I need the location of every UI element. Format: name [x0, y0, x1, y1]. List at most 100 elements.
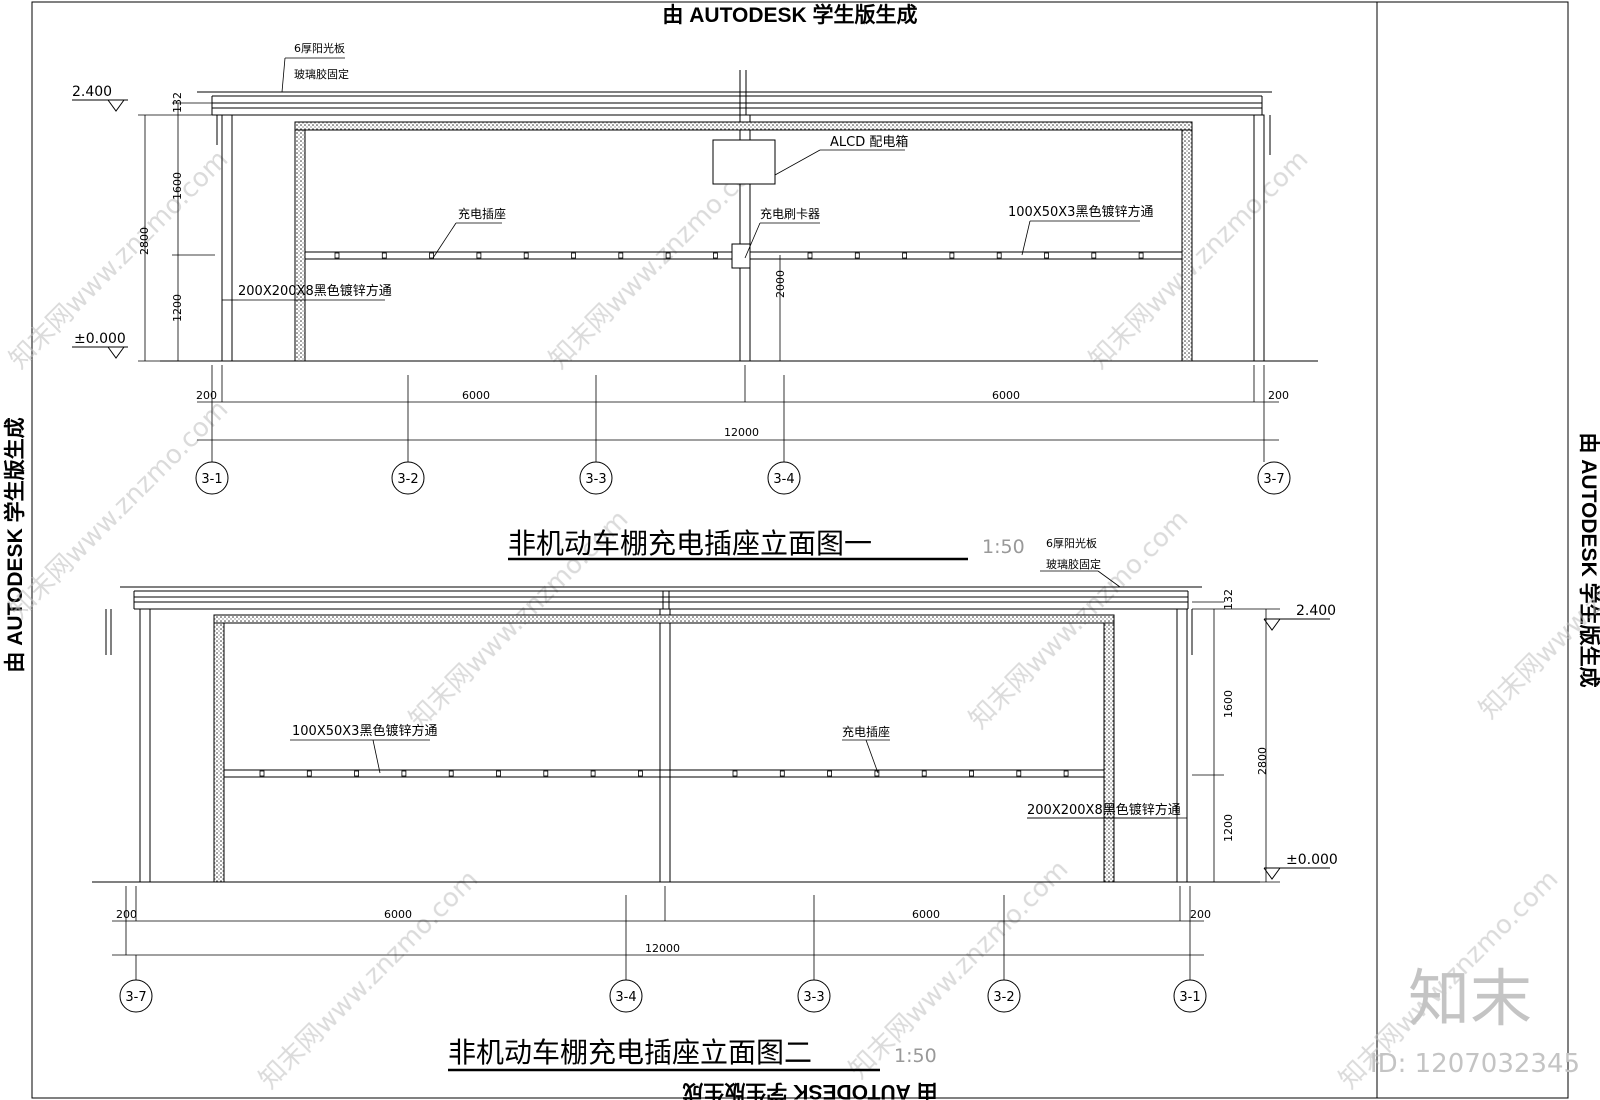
- sheet-frame: [31, 1, 1569, 1099]
- charging-socket: [306, 770, 312, 777]
- e2-scale: 1:50: [894, 1045, 937, 1067]
- e1-axis-label: 3-2: [397, 472, 418, 487]
- e1-axis-label: 3-3: [585, 472, 606, 487]
- e2-title: 非机动车棚充电插座立面图二: [448, 1036, 812, 1069]
- e2-axis-label: 3-1: [1179, 990, 1200, 1005]
- banner-left: 由 AUTODESK 学生版生成: [3, 417, 27, 672]
- e1-dim-2000: 2000: [774, 270, 787, 298]
- e2-dim-2800: 2800: [1256, 747, 1269, 775]
- e2-level-top: 2.400: [1296, 603, 1336, 619]
- e2-leaders: [290, 570, 1187, 819]
- banner-right: 由 AUTODESK 学生版生成: [1577, 432, 1600, 687]
- charging-socket: [921, 770, 927, 777]
- brand-logo: 知末: [1408, 962, 1532, 1035]
- banner-bottom: 由 AUTODESK 学生版生成: [682, 1080, 937, 1100]
- charging-socket: [732, 770, 738, 777]
- e2-dim-6000-right: 6000: [912, 908, 940, 921]
- e2-socket-group: [259, 770, 1069, 777]
- e1-socket-group: [334, 252, 1144, 259]
- charging-socket: [854, 252, 860, 259]
- e1-note-panel-1: 6厚阳光板: [294, 41, 345, 55]
- charging-socket: [807, 252, 813, 259]
- e1-canopy: [197, 70, 1272, 155]
- banner-top: 由 AUTODESK 学生版生成: [662, 3, 917, 27]
- charging-socket: [1091, 252, 1097, 259]
- charging-socket: [381, 252, 387, 259]
- e1-axis-bubbles: [195, 461, 1291, 495]
- e2-level-markers: [1263, 618, 1330, 880]
- charging-socket: [334, 252, 340, 259]
- e1-dim-132: 132: [171, 92, 184, 113]
- e1-note-panel-2: 玻璃胶固定: [294, 67, 349, 81]
- charging-socket: [543, 770, 549, 777]
- charging-socket: [1016, 770, 1022, 777]
- e2-rail: [224, 769, 1104, 778]
- charging-socket: [496, 770, 501, 777]
- charging-socket: [874, 770, 880, 777]
- charging-socket: [429, 252, 435, 259]
- e1-distribution-box: [712, 139, 776, 185]
- e2-dim-200-left: 200: [116, 908, 137, 921]
- e1-leaders: [222, 57, 1140, 301]
- e1-dim-200-right: 200: [1268, 389, 1289, 402]
- e1-level-ground: ±0.000: [74, 331, 126, 347]
- e1-card-reader: [731, 243, 751, 269]
- e1-dim-200-left: 200: [196, 389, 217, 402]
- e2-note-panel-2: 玻璃胶固定: [1046, 557, 1101, 571]
- e1-dim-total: 12000: [724, 426, 759, 439]
- e2-note-socket: 充电插座: [842, 724, 890, 739]
- e2-axis-label: 3-4: [615, 990, 636, 1005]
- charging-socket: [571, 252, 576, 259]
- e2-dim-132: 132: [1222, 589, 1235, 610]
- e2-axis-label: 3-7: [125, 990, 146, 1005]
- e1-note-socket: 充电插座: [458, 206, 506, 221]
- e1-dim-1200: 1200: [171, 294, 184, 322]
- e1-panel-frame: [294, 121, 1193, 362]
- charging-socket: [448, 770, 454, 777]
- e1-dimension-lines: [138, 102, 1279, 462]
- charging-socket: [949, 252, 955, 259]
- charging-socket: [827, 770, 832, 777]
- charging-socket: [1063, 770, 1069, 777]
- charging-socket: [969, 770, 974, 777]
- e1-level-markers: [72, 99, 128, 359]
- e1-dim-2800: 2800: [138, 227, 151, 255]
- elevation-1: [72, 57, 1318, 561]
- charging-socket: [996, 252, 1002, 259]
- e2-annotations: 2.400 ±0.000 6厚阳光板 玻璃胶固定 100X50X3黑色镀锌方通 …: [116, 536, 1338, 1005]
- e1-axis-label: 3-1: [201, 472, 222, 487]
- e1-dim-1600: 1600: [171, 172, 184, 200]
- charging-socket: [902, 252, 907, 259]
- brand-id: ID: 1207032345: [1370, 1049, 1580, 1079]
- charging-socket: [665, 252, 671, 259]
- e2-panel-frame: [213, 614, 1115, 883]
- e2-axis-label: 3-3: [803, 990, 824, 1005]
- site-watermark: 知末网www.znzmo.com: [4, 394, 235, 625]
- e1-annotations: 2.400 ±0.000 6厚阳光板 玻璃胶固定 ALCD 配电箱 充电插座 充…: [72, 41, 1289, 487]
- charging-socket: [401, 770, 407, 777]
- charging-socket: [259, 770, 265, 777]
- e2-axis-bubbles: [119, 979, 1207, 1013]
- e1-note-card: 充电刷卡器: [760, 206, 820, 221]
- charging-socket: [1044, 252, 1049, 259]
- site-watermark: 知末网www.znzmo.com: [1084, 144, 1315, 375]
- e1-note-rail: 100X50X3黑色镀锌方通: [1008, 204, 1153, 220]
- charging-socket: [590, 770, 596, 777]
- charging-socket: [476, 252, 482, 259]
- e2-axis-label: 3-2: [993, 990, 1014, 1005]
- e2-dim-6000-left: 6000: [384, 908, 412, 921]
- e1-dim-6000-left: 6000: [462, 389, 490, 402]
- charging-socket: [523, 252, 529, 259]
- e2-note-panel-1: 6厚阳光板: [1046, 536, 1097, 550]
- e1-axis-label: 3-4: [773, 472, 794, 487]
- charging-socket: [1138, 252, 1144, 259]
- e1-dim-6000-right: 6000: [992, 389, 1020, 402]
- e1-scale: 1:50: [982, 536, 1025, 558]
- charging-socket: [638, 770, 643, 777]
- e2-dim-total: 12000: [645, 942, 680, 955]
- charging-socket: [713, 252, 718, 259]
- charging-socket: [618, 252, 624, 259]
- site-watermark: 知末网www.znzmo.com: [844, 854, 1075, 1085]
- e1-note-column: 200X200X8黑色镀锌方通: [238, 283, 392, 299]
- e2-note-column: 200X200X8黑色镀锌方通: [1027, 802, 1181, 818]
